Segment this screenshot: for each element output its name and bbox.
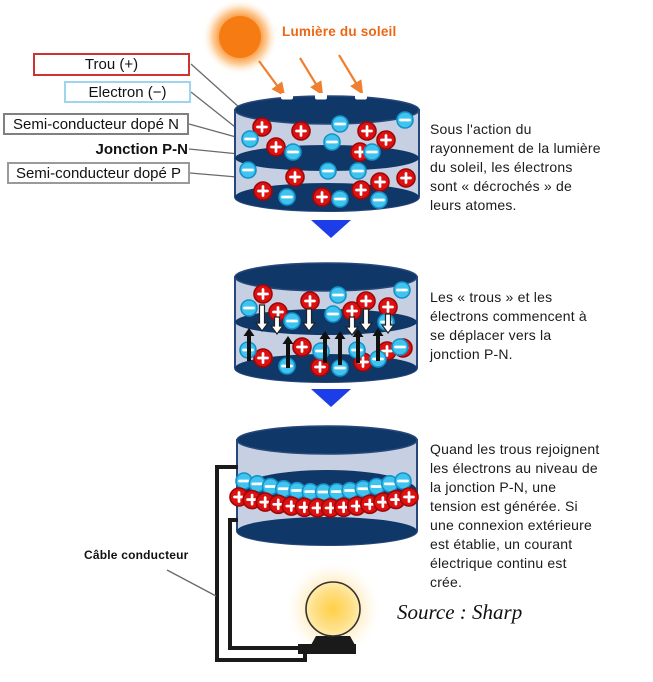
electron-particle xyxy=(241,130,259,148)
electron-particle xyxy=(349,162,367,180)
hole-particle xyxy=(285,167,305,187)
hole-particle xyxy=(378,297,398,317)
hole-particle xyxy=(370,172,390,192)
up-arrow-icon xyxy=(372,328,384,361)
hole-particle xyxy=(396,168,416,188)
legend-trou-label: Trou (+) xyxy=(33,53,190,76)
legend-semiconductor-n-label: Semi-conducteur dopé N xyxy=(3,113,189,135)
electron-particle xyxy=(327,482,346,501)
down-arrow-icon xyxy=(358,308,374,332)
hole-particle xyxy=(300,291,320,311)
down-arrow-icon xyxy=(269,316,285,335)
electron-particle xyxy=(324,305,342,323)
hole-particle xyxy=(253,284,273,304)
hole-particle xyxy=(356,291,376,311)
hole-particle xyxy=(357,121,377,141)
hole-particle xyxy=(253,348,273,368)
down-arrow-icon xyxy=(380,313,396,334)
hole-particle xyxy=(351,180,371,200)
flow-arrow-icon xyxy=(311,389,351,407)
electron-particle xyxy=(331,190,349,208)
cable-pointer-line xyxy=(166,569,217,597)
legend-pointer-lines xyxy=(188,63,261,178)
up-arrow-icon xyxy=(282,336,294,368)
cylinder-stage-1 xyxy=(234,93,420,212)
up-arrow-icon xyxy=(334,331,346,365)
light-bulb-icon xyxy=(286,562,380,656)
hole-particle xyxy=(268,302,288,322)
down-arrow-icon xyxy=(254,304,270,332)
electron-particle xyxy=(396,111,414,129)
electron-particle xyxy=(284,143,302,161)
hole-particle xyxy=(266,137,286,157)
down-arrow-icon xyxy=(344,316,360,336)
conductor-wire xyxy=(215,465,307,662)
sun-rays-icon xyxy=(258,54,364,97)
electron-particle xyxy=(354,479,373,498)
up-arrow-icon xyxy=(243,328,255,361)
hole-particle xyxy=(399,487,419,507)
cable-label: Câble conducteur xyxy=(84,548,189,562)
legend-jonction-pn-label: Jonction P-N xyxy=(95,140,189,158)
hole-particle xyxy=(252,117,272,137)
up-arrow-icon xyxy=(352,329,364,363)
up-arrow-icon xyxy=(319,331,331,363)
flow-arrow-icon xyxy=(311,220,351,238)
source-credit: Source : Sharp xyxy=(397,600,523,624)
electron-particle xyxy=(283,312,301,330)
electron-particle xyxy=(393,281,411,299)
electron-particle xyxy=(329,286,347,304)
electron-particle xyxy=(391,338,409,356)
hole-particle xyxy=(291,121,311,141)
sun-icon xyxy=(202,0,278,75)
electron-particle xyxy=(323,133,341,151)
electron-particle xyxy=(239,161,257,179)
electron-particle xyxy=(394,472,412,490)
cylinder-stage-2 xyxy=(234,262,418,383)
electron-particle xyxy=(319,162,337,180)
down-arrow-icon xyxy=(301,308,317,332)
electron-particle xyxy=(240,299,258,317)
legend-electron-label: Electron (−) xyxy=(64,81,191,103)
hole-particle xyxy=(312,187,332,207)
legend-semiconductor-p-label: Semi-conducteur dopé P xyxy=(7,162,190,184)
hole-particle xyxy=(292,337,312,357)
cylinder-stage-3 xyxy=(229,425,419,546)
electron-particle xyxy=(363,143,381,161)
sun-label: Lumière du soleil xyxy=(282,24,397,39)
electron-particle xyxy=(278,188,296,206)
hole-particle xyxy=(376,130,396,150)
electron-particle xyxy=(331,115,349,133)
hole-particle xyxy=(253,181,273,201)
electron-particle xyxy=(370,191,388,209)
